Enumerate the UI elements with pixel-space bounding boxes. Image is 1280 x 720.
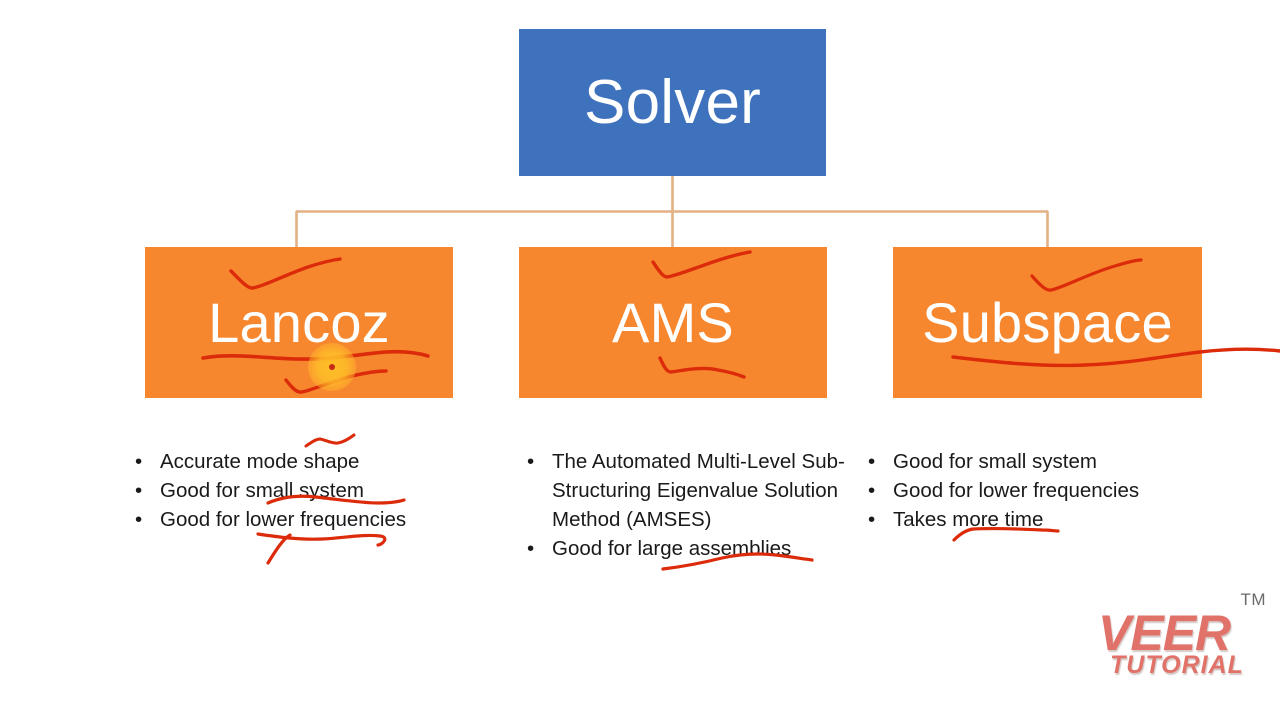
list-item-text: Good for small system bbox=[893, 450, 1097, 473]
node-solver[interactable]: Solver bbox=[519, 29, 826, 176]
node-lancoz[interactable]: Lancoz bbox=[145, 247, 453, 398]
list-item: • The Automated Multi-Level Sub-Structur… bbox=[524, 447, 854, 534]
bullet-glyph: • bbox=[868, 450, 876, 473]
bullet-list-ams: • The Automated Multi-Level Sub-Structur… bbox=[524, 447, 854, 563]
node-lancoz-label: Lancoz bbox=[208, 290, 390, 354]
ink-stroke-bullet-tick-accurate bbox=[304, 433, 356, 448]
list-item: • Takes more time bbox=[865, 505, 1205, 534]
watermark-sub-text: TUTORIAL bbox=[1110, 651, 1244, 679]
list-item-text: The Automated Multi-Level Sub-Structurin… bbox=[552, 450, 845, 531]
node-subspace-label: Subspace bbox=[922, 290, 1173, 354]
ink-stroke-bullet-underline-lower-freq-2 bbox=[266, 533, 292, 565]
bullet-glyph: • bbox=[868, 508, 876, 531]
bullet-glyph: • bbox=[527, 450, 535, 473]
list-item-text: Good for small system bbox=[160, 479, 364, 502]
bullet-glyph: • bbox=[868, 479, 876, 502]
bullet-glyph: • bbox=[527, 537, 535, 560]
bullet-list-subspace: • Good for small system • Good for lower… bbox=[865, 447, 1205, 534]
node-ams[interactable]: AMS bbox=[519, 247, 827, 398]
bullet-list-lancoz: • Accurate mode shape • Good for small s… bbox=[132, 447, 462, 534]
list-item: • Good for small system bbox=[865, 447, 1205, 476]
bullet-glyph: • bbox=[135, 479, 143, 502]
list-item-text: Good for lower frequencies bbox=[893, 479, 1140, 502]
list-item: • Good for small system bbox=[132, 476, 462, 505]
cursor-pointer-dot bbox=[329, 364, 335, 370]
watermark-veer-tutorial: TM VEER TUTORIAL bbox=[1098, 590, 1268, 682]
bullet-glyph: • bbox=[135, 508, 143, 531]
list-item-text: Good for lower frequencies bbox=[160, 508, 407, 531]
node-ams-label: AMS bbox=[612, 290, 734, 354]
list-item-text: Good for large assemblies bbox=[552, 537, 792, 560]
list-item-text: Accurate mode shape bbox=[160, 450, 360, 473]
watermark-brand-text: VEER bbox=[1098, 605, 1231, 661]
list-item-text: Takes more time bbox=[893, 508, 1044, 531]
node-solver-label: Solver bbox=[584, 67, 761, 137]
list-item: • Good for lower frequencies bbox=[865, 476, 1205, 505]
ink-stroke-bullet-underline-lower-freq bbox=[256, 532, 387, 547]
bullet-glyph: • bbox=[135, 450, 143, 473]
list-item: • Good for lower frequencies bbox=[132, 505, 462, 534]
list-item: • Accurate mode shape bbox=[132, 447, 462, 476]
trademark-symbol: TM bbox=[1240, 590, 1266, 609]
node-subspace[interactable]: Subspace bbox=[893, 247, 1202, 398]
list-item: • Good for large assemblies bbox=[524, 534, 854, 563]
